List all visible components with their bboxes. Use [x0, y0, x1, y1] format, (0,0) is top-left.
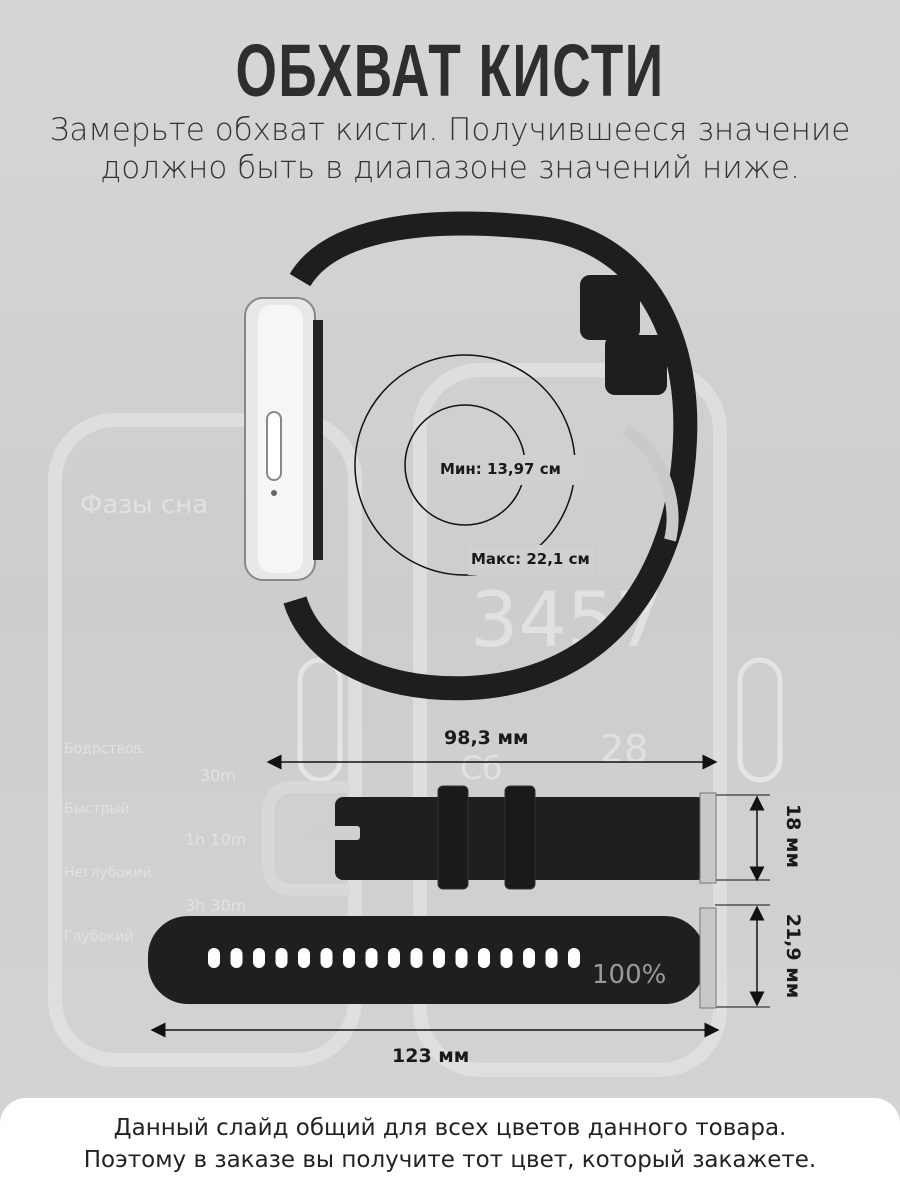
bg-stage-time: 1h 10m: [185, 830, 247, 849]
subtitle-line-2: должно быть в диапазоне значений ниже.: [100, 150, 800, 186]
footer-line-1: Данный слайд общий для всех цветов данно…: [113, 1115, 787, 1141]
bg-stage-time: 3h 30m: [185, 896, 247, 915]
max-circumference-label: Макс: 22,1 см: [471, 550, 590, 568]
strap-hole: [545, 948, 558, 968]
long-strap-length-label: 123 мм: [392, 1045, 470, 1067]
footer-line-2: Поэтому в заказе вы получите тот цвет, к…: [83, 1147, 817, 1173]
strap-hole: [365, 948, 378, 968]
bg-stage-name: Быстрый: [64, 801, 130, 817]
strap-hole: [343, 948, 355, 968]
strap-hole: [478, 948, 490, 968]
strap-width-label: 18 мм: [782, 803, 804, 869]
strap-hole: [388, 948, 400, 968]
min-circumference-label: Мин: 13,97 см: [440, 460, 561, 478]
bg-stage-name: Неглубокий: [64, 865, 152, 881]
strap-hole: [253, 948, 265, 968]
strap-hole: [298, 948, 310, 968]
strap-hole: [275, 948, 288, 968]
short-strap-length-label: 98,3 мм: [444, 727, 529, 749]
strap-hole: [433, 948, 445, 968]
bg-stage-name: Глубокий: [64, 929, 134, 945]
subtitle-line-1: Замерьте обхват кисти. Получившееся знач…: [49, 112, 851, 148]
bg-screen-title: Фазы сна: [80, 490, 209, 520]
connector-width-label: 21,9 мм: [782, 913, 804, 999]
strap-hole: [410, 948, 423, 968]
strap-hole: [208, 948, 220, 968]
bg-battery: 100%: [592, 960, 667, 990]
strap-hole: [320, 948, 333, 968]
strap-hole: [455, 948, 468, 968]
strap-hole: [523, 948, 535, 968]
strap-hole: [568, 948, 580, 968]
bg-stage-time: 30m: [200, 766, 236, 785]
footer-note: Данный слайд общий для всех цветов данно…: [0, 1098, 900, 1200]
strap-hole: [500, 948, 513, 968]
strap-hole: [230, 948, 243, 968]
page-title: ОБХВАТ КИСТИ: [235, 29, 665, 112]
bg-stage-name: Бодрствов.: [64, 741, 147, 757]
